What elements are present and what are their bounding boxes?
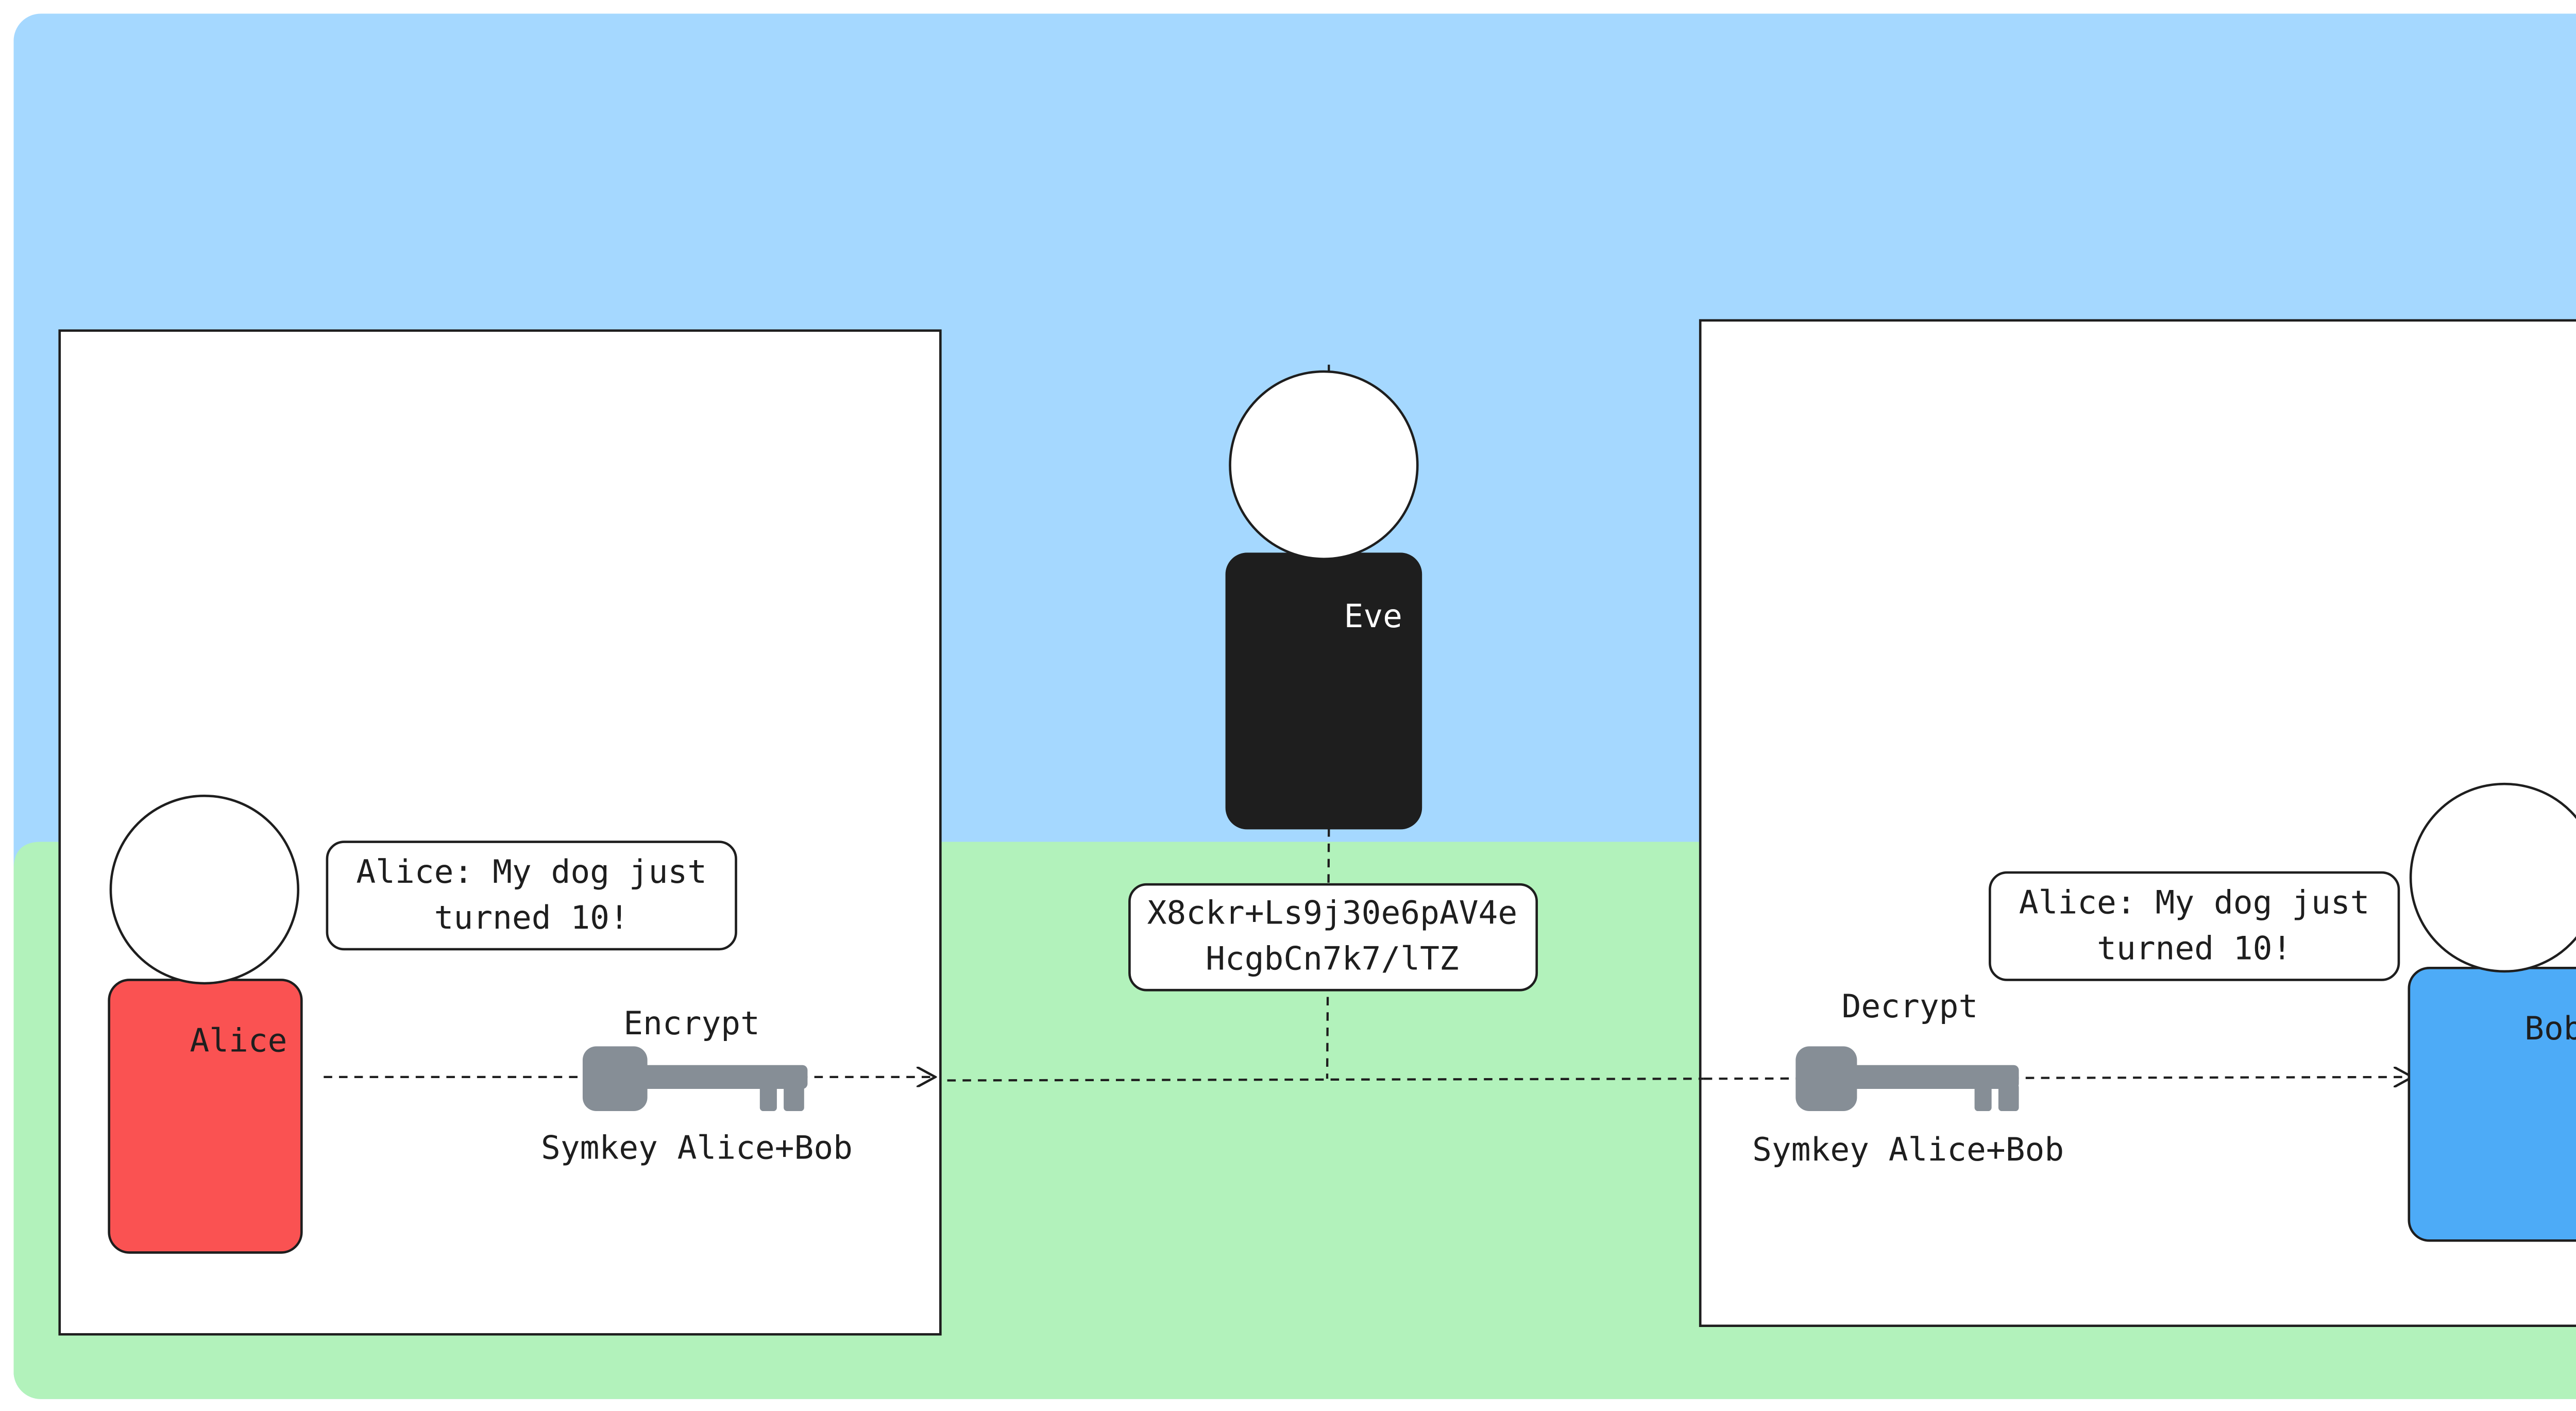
encrypt-key-label: Symkey Alice+Bob: [541, 1129, 853, 1167]
ciphertext-line-1: X8ckr+Ls9j30e6pAV4e: [1147, 894, 1518, 931]
alice-body: [108, 979, 303, 1254]
alice-message-box: Alice: My dog just turned 10!: [326, 841, 737, 951]
eve-label: Eve: [1344, 597, 1402, 635]
decrypt-label: Decrypt: [1842, 987, 1978, 1025]
ciphertext-line-2: HcgbCn7k7/lTZ: [1206, 940, 1459, 978]
eve-body: [1225, 552, 1422, 830]
alice-message-line-1: Alice: My dog just: [356, 853, 707, 891]
ciphertext-box: X8ckr+Ls9j30e6pAV4e HcgbCn7k7/lTZ: [1128, 883, 1538, 992]
eve-head: [1229, 370, 1419, 560]
bob-message-box: Alice: My dog just turned 10!: [1989, 871, 2400, 981]
decrypt-arrow: [1703, 1077, 2413, 1079]
encrypt-key: Encrypt Symkey Alice+Bob: [541, 1004, 853, 1166]
transit-line: [947, 1078, 1704, 1082]
bob-head: [2409, 782, 2576, 973]
alice-label: Alice: [190, 1021, 287, 1059]
bob-label: Bob: [2524, 1010, 2576, 1047]
bob-body: [2408, 966, 2576, 1242]
encrypt-label: Encrypt: [623, 1004, 760, 1042]
alice-figure: Alice: [108, 794, 303, 1254]
bob-message-line-2: turned 10!: [2097, 930, 2292, 967]
alice-head: [109, 794, 300, 985]
alice-message-line-2: turned 10!: [434, 899, 629, 936]
decrypt-key: Decrypt Symkey Alice+Bob: [1752, 987, 2064, 1168]
eve-figure: Eve: [1225, 370, 1422, 830]
key-icon: [582, 1046, 808, 1112]
bob-figure: Bob: [2408, 782, 2576, 1242]
key-icon: [1795, 1046, 2019, 1112]
decrypt-key-label: Symkey Alice+Bob: [1752, 1131, 2064, 1168]
bob-message-line-1: Alice: My dog just: [2019, 883, 2370, 921]
